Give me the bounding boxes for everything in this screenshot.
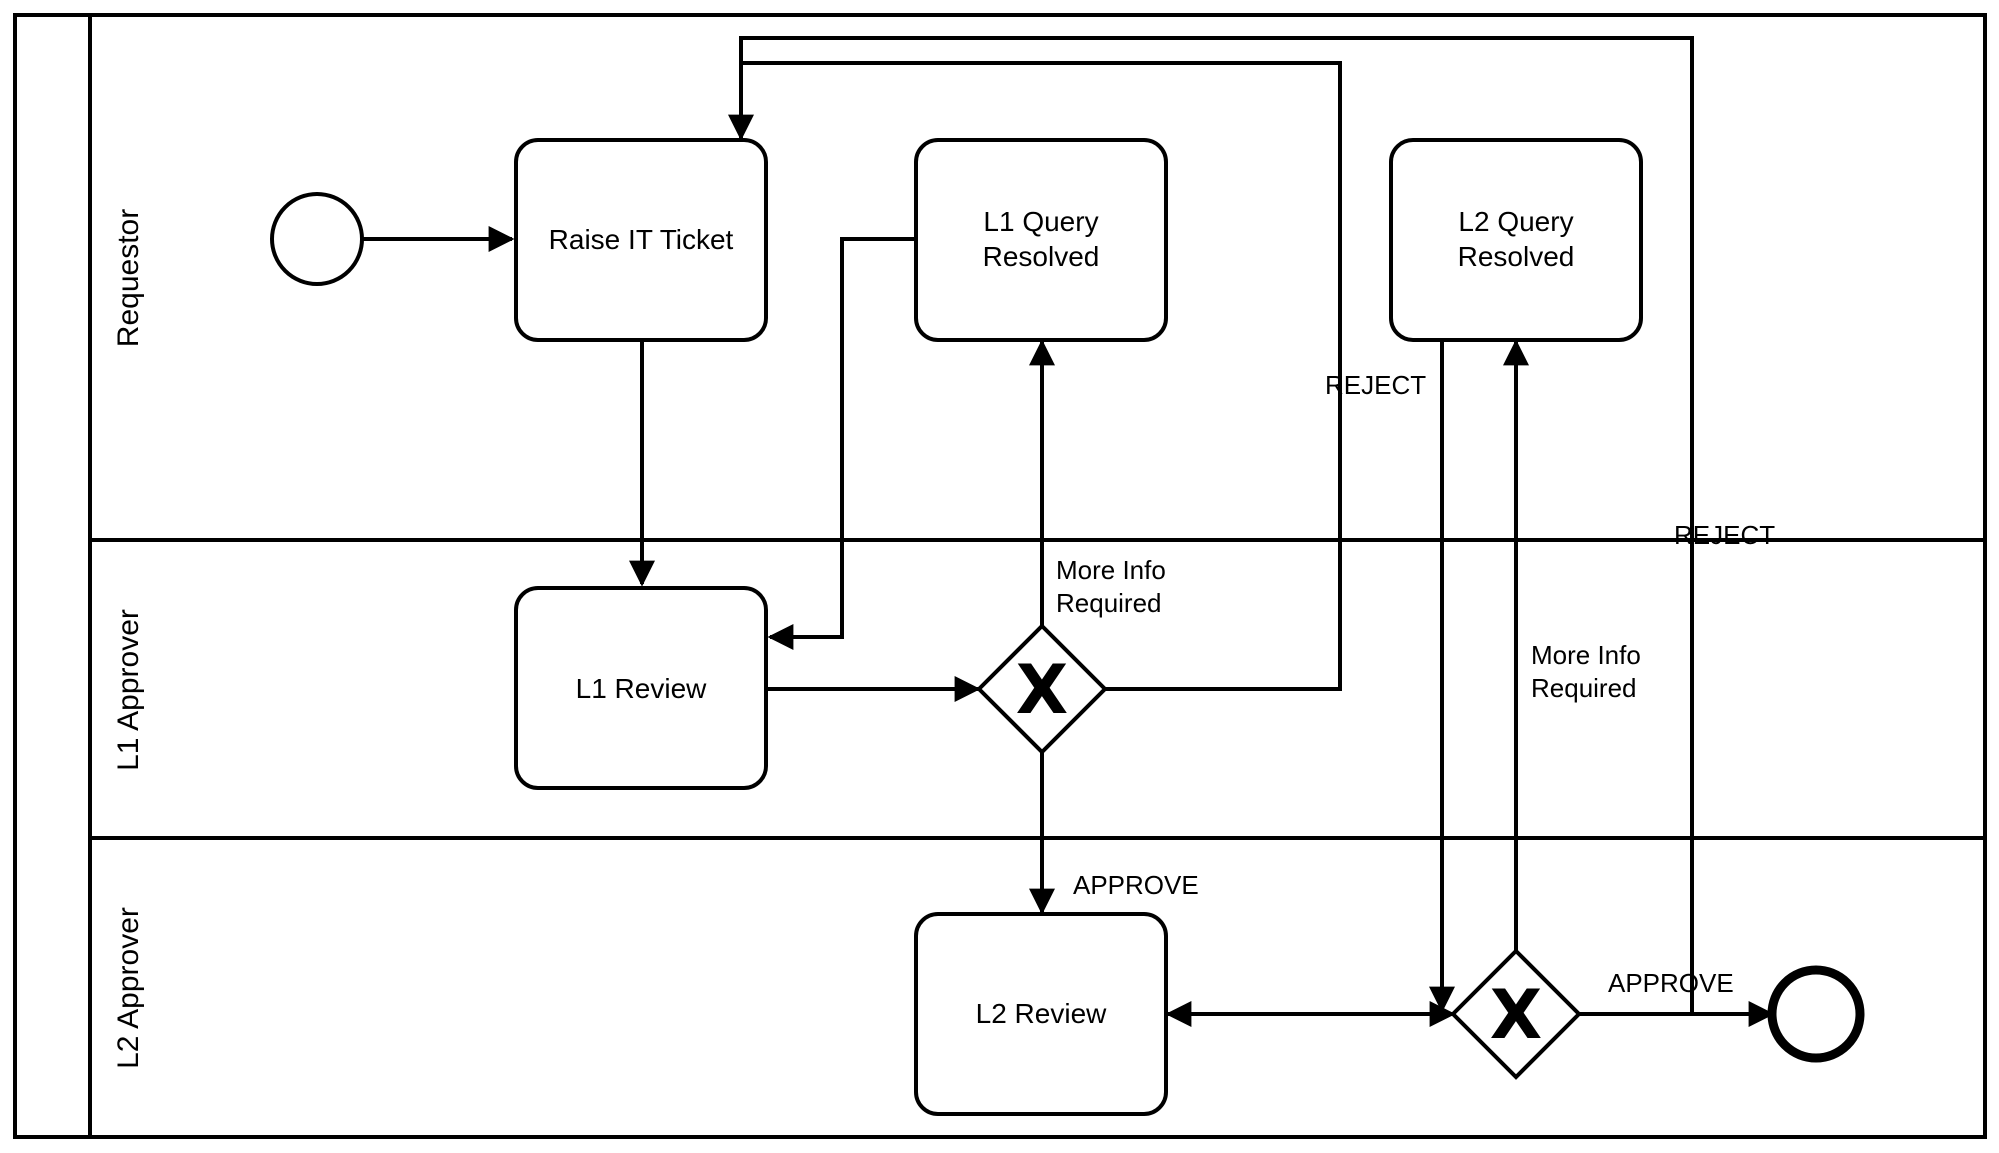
task-l2-review[interactable]: L2 Review [914,912,1168,1116]
task-label-line-1: L1 Query [983,206,1098,237]
flow-l1-query-to-l1-review[interactable] [767,237,916,650]
sequence-flows [362,36,1775,1027]
start-event[interactable] [270,192,364,286]
exclusive-gateway-1[interactable]: X [976,623,1108,755]
edge-label-more-info-2-line-2: Required [1531,673,1637,703]
edge-label-reject-2: REJECT [1674,520,1775,550]
edge-label-more-info-1-line-1: More Info [1056,555,1166,585]
exclusive-gateway-2[interactable]: X [1450,948,1582,1080]
lane-label-requestor: Requestor [112,209,145,347]
edge-label-more-info-1-line-2: Required [1056,588,1162,618]
task-box[interactable] [914,138,1168,342]
task-label: Raise IT Ticket [549,224,734,255]
edge-labels: REJECT REJECT More Info Required More In… [1056,370,1775,998]
task-box[interactable] [514,586,768,790]
end-event[interactable] [1767,965,1865,1063]
lane-label-l2-approver: L2 Approver [112,907,145,1069]
task-box[interactable] [1389,138,1643,342]
task-label-line-2: Resolved [1458,241,1575,272]
gateway-diamond[interactable] [1450,948,1582,1080]
pool-border [13,13,1987,1139]
task-box[interactable] [514,138,768,342]
task-label-line-1: L2 Query [1458,206,1573,237]
lane-label-l1-approver: L1 Approver [112,609,145,771]
edge-label-more-info-2-line-1: More Info [1531,640,1641,670]
task-label: L2 Review [976,998,1108,1029]
task-l1-review[interactable]: L1 Review [514,586,768,790]
gateway-x-icon: X [1490,976,1542,1055]
edge-label-approve-2: APPROVE [1608,968,1734,998]
task-box[interactable] [914,912,1168,1116]
pool: Requestor L1 Approver L2 Approver [13,13,1987,1139]
edge-label-approve-1: APPROVE [1073,870,1199,900]
task-label: L1 Review [576,673,708,704]
gateway-diamond[interactable] [976,623,1108,755]
task-l2-query-resolved[interactable]: L2 Query Resolved [1389,138,1643,342]
task-l1-query-resolved[interactable]: L1 Query Resolved [914,138,1168,342]
flow-gateway-1-reject[interactable] [741,61,1342,691]
task-raise-it-ticket[interactable]: Raise IT Ticket [514,138,768,342]
edge-label-reject-1: REJECT [1325,370,1426,400]
task-label-line-2: Resolved [983,241,1100,272]
gateway-x-icon: X [1016,651,1068,730]
flow-gateway-2-reject[interactable] [728,36,1694,1016]
